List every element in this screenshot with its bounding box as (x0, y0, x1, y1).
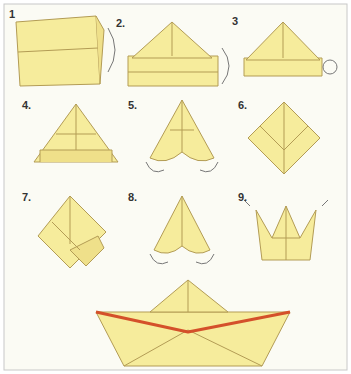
step-6-figure (248, 102, 320, 174)
fold-arrow (108, 28, 115, 72)
paper-base (128, 56, 218, 86)
brim (40, 150, 112, 162)
step-number: 6. (238, 100, 247, 111)
crease (56, 104, 96, 150)
folded-triangle (132, 22, 212, 58)
crease (52, 196, 80, 250)
step-number: 5. (128, 100, 137, 111)
step-7-figure (38, 196, 106, 268)
step-9-figure (244, 200, 328, 260)
step-2-figure (128, 22, 229, 86)
pull-arrow (150, 254, 214, 264)
boat-opening (256, 206, 316, 260)
folded-triangle (246, 22, 320, 60)
step-number: 8. (128, 192, 137, 203)
pull-arrow (146, 162, 218, 172)
crease (128, 72, 218, 73)
step-3-figure (244, 22, 337, 76)
finished-boat (96, 280, 290, 366)
step-number: 3 (232, 16, 238, 27)
boat-edge (96, 312, 290, 332)
paper-sheet (16, 16, 100, 86)
step-8-figure (150, 196, 214, 264)
folded-flap (70, 236, 104, 266)
fold-flap (96, 16, 104, 84)
step-number: 4. (22, 100, 31, 111)
fold-arrow (222, 48, 229, 84)
fold-arrow (323, 60, 337, 74)
crease (170, 100, 194, 152)
paper-cone (154, 196, 210, 253)
paper-hat (34, 104, 118, 162)
frame (4, 4, 347, 370)
crease (260, 102, 308, 174)
step-1-figure (16, 16, 115, 86)
paper-strip (244, 58, 322, 76)
paper-diamond (248, 102, 320, 174)
step-number: 1 (9, 9, 15, 20)
paper-diamond (38, 196, 106, 268)
pull-arrow (244, 200, 328, 206)
step-5-figure (146, 100, 218, 172)
step-number: 2. (116, 18, 125, 29)
boat-sail (150, 280, 228, 312)
boat-hull (96, 312, 290, 366)
crease (272, 206, 300, 260)
step-4-figure (34, 104, 118, 162)
step-number: 7. (22, 192, 31, 203)
step-number: 9. (238, 192, 247, 203)
crease (18, 48, 98, 52)
paper-cone (150, 100, 214, 161)
crease (172, 22, 173, 56)
crease (182, 196, 183, 246)
crease (283, 22, 284, 58)
